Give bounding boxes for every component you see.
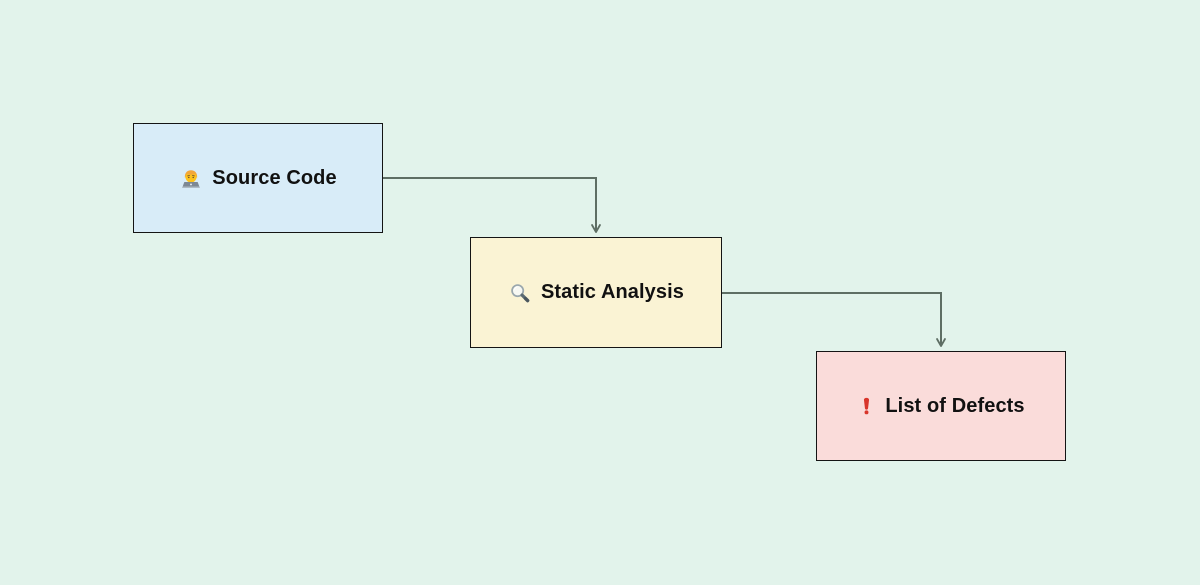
technologist-emoji-icon — [179, 166, 203, 190]
node-label-static-analysis: Static Analysis — [540, 281, 685, 303]
node-static-analysis: Static Analysis — [470, 237, 722, 348]
edge-source-to-analysis — [383, 177, 601, 233]
edge-analysis-to-defects — [722, 292, 946, 347]
node-label-source-code: Source Code — [212, 166, 337, 189]
red-exclamation-emoji-icon — [857, 394, 876, 418]
node-source-code: Source Code — [133, 123, 383, 233]
magnifying-glass-emoji-icon — [508, 281, 532, 305]
node-label-list-of-defects: List of Defects — [885, 394, 1025, 417]
node-list-of-defects: List of Defects — [816, 351, 1066, 461]
